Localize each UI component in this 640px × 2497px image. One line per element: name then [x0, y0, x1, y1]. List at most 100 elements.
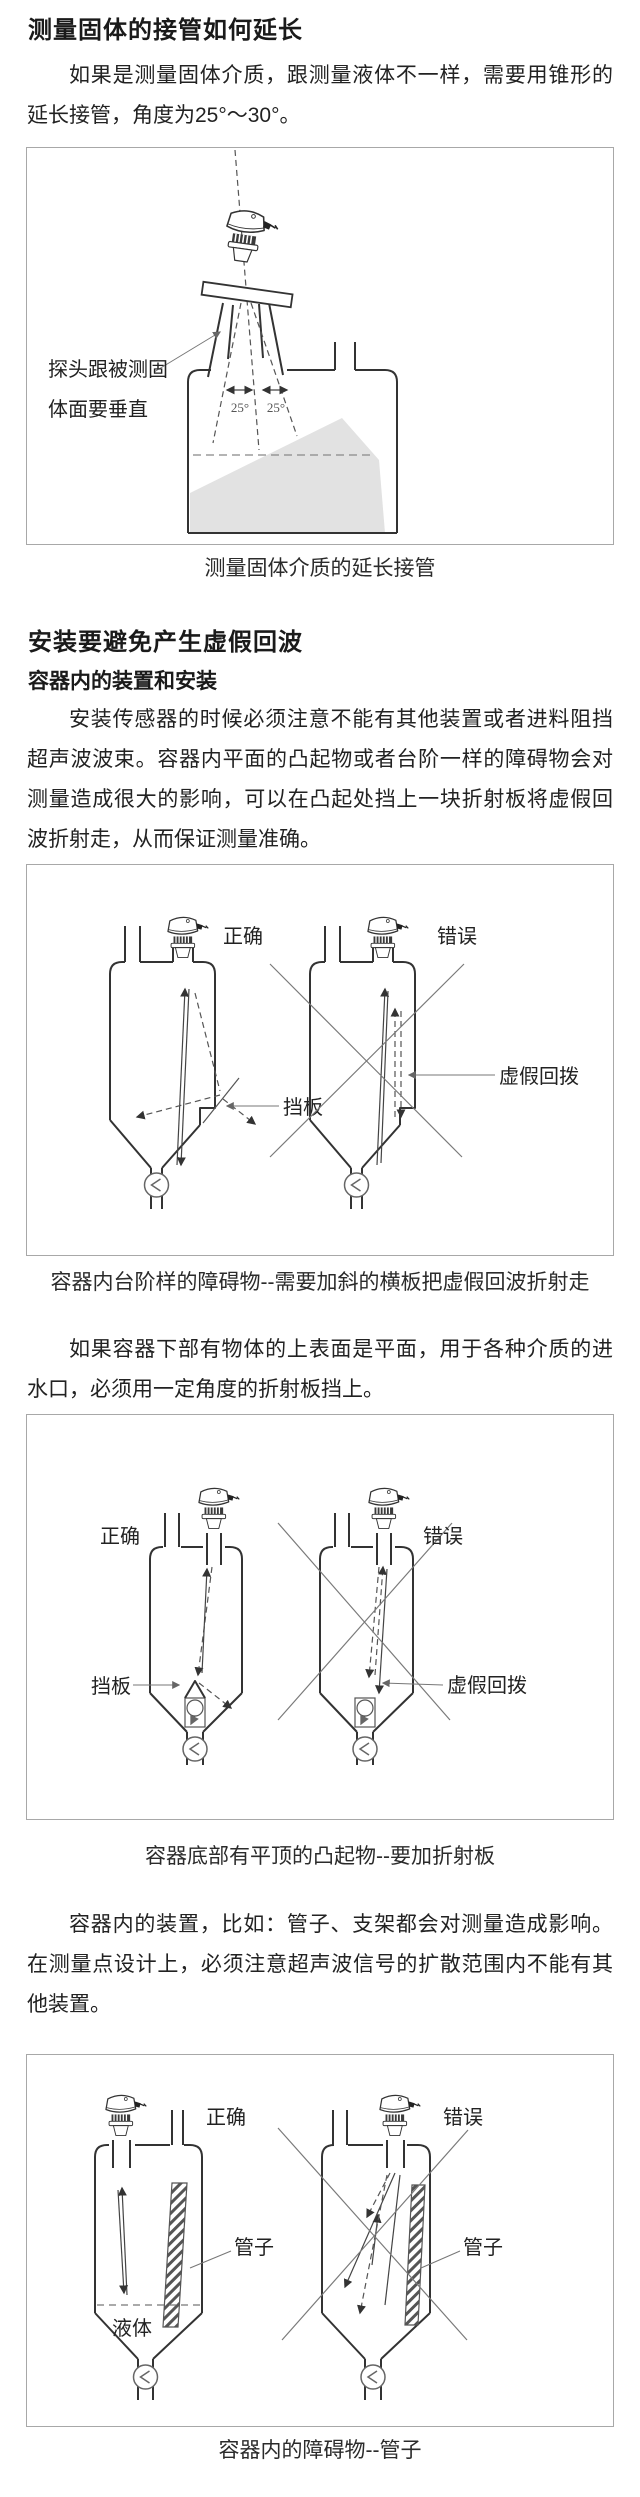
liquid-label: 液体 — [112, 2317, 152, 2340]
tank-outline-wrong — [309, 961, 416, 1209]
flat-top-protrusion-drawing: 正确 挡板 错误 虚假回拨 — [91, 1487, 527, 1765]
false-echo-leader — [381, 1679, 444, 1688]
protrusion-body — [354, 1697, 376, 1728]
figure-flat-top-protrusion: 正确 挡板 错误 虚假回拨 — [26, 1414, 614, 1820]
sensor-icon — [198, 1487, 240, 1530]
protrusion-circle — [186, 1699, 204, 1717]
wrong-label: 错误 — [423, 1525, 463, 1548]
scatter-beam-1 — [343, 2172, 396, 2289]
correct-label: 正确 — [223, 925, 263, 948]
tank-nozzle-correct — [164, 1513, 222, 1565]
figure-step-obstacle: 正确 挡板 错误 虚假回拨 — [26, 864, 614, 1256]
figure2-caption: 容器内台阶样的障碍物--需要加斜的横板把虚假回波折射走 — [50, 1271, 590, 1294]
deflected-beam-arrow2 — [222, 1098, 257, 1125]
paragraph-pipes-supports: 容器内的装置，比如：管子、支架都会对测量造成影响。在测量点设计上，必须注意超声波… — [27, 1913, 613, 2016]
echo-line — [375, 1568, 388, 1695]
probe-note-line2: 体面要垂直 — [48, 398, 148, 421]
paragraph-obstacle-baffle: 安装传感器的时候必须注意不能有其他装置或者进料阻挡超声波波束。容器内平面的凸起物… — [27, 708, 613, 851]
false-echo-up-arrow — [374, 1565, 387, 1676]
tank-outline-wrong — [321, 2144, 431, 2400]
baffle-line — [202, 1077, 240, 1124]
figure1-caption: 测量固体介质的延长接管 — [204, 557, 436, 580]
angle-label-left: 25° — [231, 400, 249, 415]
extension-pipe-drawing: 25° 25° 探头跟被测固 体面要垂直 — [48, 149, 398, 534]
pipe-leader — [420, 2250, 461, 2269]
tank-outline-correct — [149, 1546, 243, 1765]
cone-extension — [207, 297, 284, 378]
deflector-plate — [184, 1680, 206, 1699]
tank-nozzle-correct — [112, 2110, 184, 2168]
baffle-label: 挡板 — [283, 1096, 323, 1119]
section-title-false-echo: 安装要避免产生虚假回波 — [28, 629, 303, 656]
scatter-beam-3 — [371, 2213, 382, 2266]
cross-x-mark — [269, 963, 465, 1158]
pipe-hatched — [404, 2184, 426, 2326]
echo-line — [380, 990, 389, 1164]
protrusion-tail — [360, 1714, 369, 1726]
tank-outline-correct — [94, 2144, 203, 2400]
echo-up-arrow — [117, 2186, 128, 2296]
tank-nozzle — [334, 342, 356, 370]
valve-icon — [143, 1172, 170, 1198]
figure3-caption: 容器底部有平顶的凸起物--要加折射板 — [145, 1845, 495, 1868]
figure-pipe-obstacle: 液体 正确 管子 错误 管子 — [26, 2054, 614, 2427]
beam-right-line — [250, 302, 298, 437]
deflected-beam-arrow — [135, 1094, 221, 1120]
tank-outline-correct — [109, 961, 216, 1209]
mounting-flange — [200, 280, 294, 309]
deflected-beam-arrow — [198, 1682, 233, 1709]
scatter-beam-5 — [384, 2174, 401, 2306]
scatter-beam-2 — [366, 2172, 391, 2219]
stray-beam-line — [194, 992, 221, 1092]
echo-up-arrow — [201, 1567, 212, 1674]
material-fill — [190, 418, 385, 533]
wrong-label: 错误 — [443, 2106, 483, 2129]
tank-outline-wrong — [319, 1546, 414, 1765]
sensor-icon — [105, 2094, 147, 2137]
step-obstacle-drawing: 正确 挡板 错误 虚假回拨 — [109, 916, 579, 1209]
echo-down-arrow — [176, 988, 190, 1167]
correct-label: 正确 — [100, 1525, 140, 1548]
correct-label: 正确 — [206, 2106, 246, 2129]
protrusion-body — [184, 1697, 206, 1728]
valve-icon — [343, 1172, 370, 1198]
pipe-label: 管子 — [234, 2236, 274, 2259]
protrusion-tail — [190, 1714, 199, 1726]
probe-note-line1: 探头跟被测固 — [48, 358, 168, 381]
cross-x-mark — [277, 1522, 453, 1721]
tank-nozzle-wrong — [324, 926, 394, 962]
tank-nozzle-correct — [124, 926, 194, 962]
figure4-caption: 容器内的障碍物--管子 — [218, 2439, 422, 2462]
false-echo-label: 虚假回拨 — [499, 1065, 579, 1088]
valve-icon — [352, 1736, 378, 1762]
protrusion-circle — [356, 1699, 374, 1717]
beam-left-line — [212, 302, 242, 444]
sensor-icon — [379, 2094, 421, 2137]
page-title: 测量固体的接管如何延长 — [28, 17, 303, 44]
echo-up-arrow — [376, 987, 390, 1166]
valve-icon — [132, 2364, 159, 2390]
tank-nozzle-wrong — [334, 1513, 392, 1565]
sensor-icon — [367, 916, 409, 959]
cross-x-mark — [277, 2127, 469, 2341]
valve-icon — [360, 2364, 386, 2390]
figure-extension-pipe: 25° 25° 探头跟被测固 体面要垂直 — [26, 147, 614, 545]
pipe-label: 管子 — [463, 2236, 503, 2259]
angle-label-right: 25° — [267, 400, 285, 415]
wrong-label: 错误 — [437, 925, 477, 948]
pipe-leader — [189, 2250, 232, 2269]
sensor-icon — [368, 1487, 410, 1530]
tank-nozzle-wrong — [332, 2110, 405, 2168]
tank-outline — [187, 369, 398, 534]
probe-note-leader — [153, 331, 222, 373]
false-echo-label: 虚假回拨 — [447, 1674, 527, 1697]
valve-icon — [182, 1736, 208, 1762]
pipe-obstacle-drawing: 液体 正确 管子 错误 管子 — [94, 2094, 503, 2400]
sensor-icon — [221, 207, 281, 267]
pipe-hatched — [162, 2182, 188, 2328]
subsection-title-vessel-fittings: 容器内的装置和安装 — [28, 670, 217, 693]
scatter-beam-4 — [357, 2174, 388, 2315]
baffle-label: 挡板 — [91, 1675, 131, 1698]
sensor-icon — [167, 916, 209, 959]
